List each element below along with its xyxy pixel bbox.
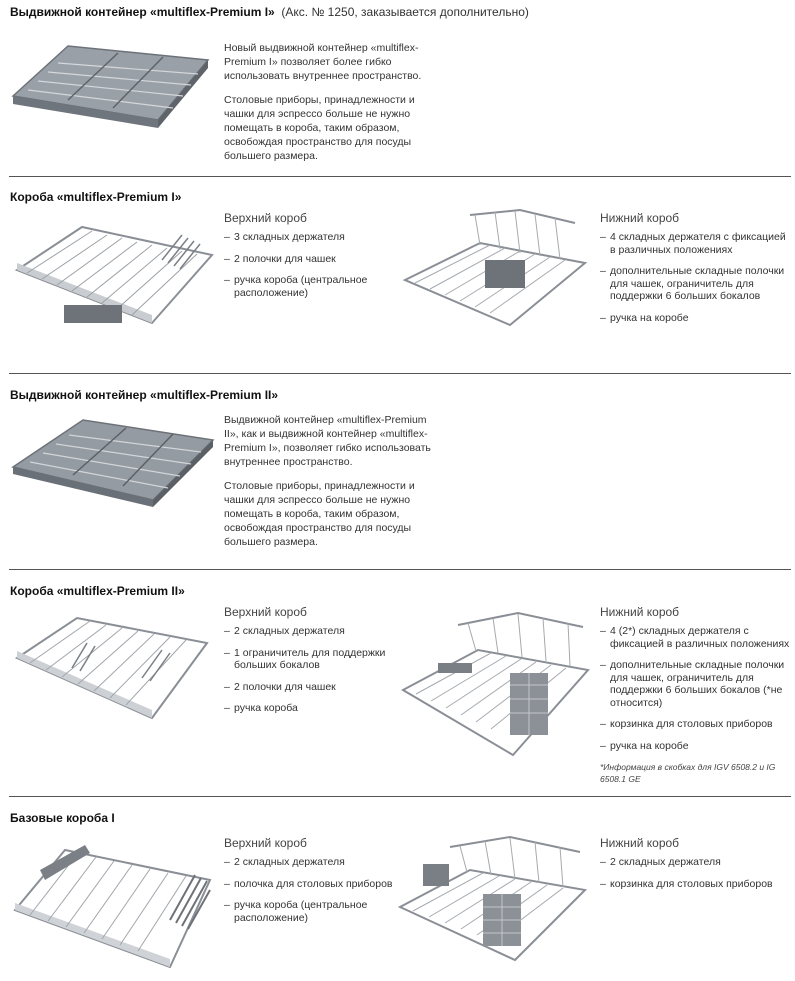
lower-basket-basic-image	[395, 832, 590, 967]
section-3-description: Выдвижной контейнер «multiflex-Premium I…	[224, 413, 439, 559]
lower-basket-features-premium-1: Нижний короб –4 складных держателя с фик…	[600, 211, 792, 333]
feature-text: корзинка для столовых приборов	[610, 877, 773, 890]
feature-item: –корзинка для столовых приборов	[600, 718, 792, 731]
dash-marker: –	[600, 739, 606, 752]
feature-item: –дополнительные складные полочки для чаш…	[600, 265, 792, 303]
feature-text: 2 полочки для чашек	[234, 252, 336, 265]
feature-text: 4 (2*) складных держателя с фиксацией в …	[610, 625, 790, 650]
dash-marker: –	[224, 899, 230, 911]
upper-basket-features-basic: Верхний короб –2 складных держателя –пол…	[224, 836, 404, 933]
dash-marker: –	[224, 877, 230, 890]
description-paragraph: Выдвижной контейнер «multiflex-Premium I…	[224, 414, 431, 468]
dash-marker: –	[600, 625, 606, 637]
multiflex-premium-2-tray-image	[8, 412, 218, 507]
lower-basket-features-premium-2: Нижний короб –4 (2*) складных держателя …	[600, 605, 792, 785]
feature-item: –1 ограничитель для поддержки больших бо…	[224, 647, 404, 672]
dash-marker: –	[600, 659, 606, 671]
lower-basket-features-basic: Нижний короб –2 складных держателя –корз…	[600, 836, 792, 899]
description-paragraph: Столовые приборы, принадлежности и чашки…	[224, 94, 415, 162]
feature-text: полочка для столовых приборов	[234, 877, 393, 890]
lower-basket-premium-1-image	[400, 205, 590, 330]
section-divider	[9, 569, 791, 570]
feature-item: –4 складных держателя с фиксацией в разл…	[600, 231, 792, 256]
lower-basket-premium-2-image	[398, 605, 593, 765]
upper-basket-features-premium-1: Верхний короб –3 складных держателя –2 п…	[224, 211, 404, 308]
title-text: Выдвижной контейнер «multiflex-Premium I…	[10, 5, 275, 19]
feature-text: 2 складных держателя	[234, 625, 345, 637]
feature-text: ручка короба	[234, 702, 298, 714]
dash-marker: –	[600, 877, 606, 890]
feature-text: дополнительные складные полочки для чаше…	[610, 265, 785, 302]
feature-item: –ручка на коробе	[600, 740, 792, 753]
dash-marker: –	[600, 856, 606, 868]
section-1-description: Новый выдвижной контейнер «multiflex-Pre…	[224, 41, 439, 173]
lower-basket-heading: Нижний короб	[600, 836, 680, 850]
upper-basket-features-premium-2: Верхний короб –2 складных держателя –1 о…	[224, 605, 404, 724]
feature-item: –2 складных держателя	[224, 856, 404, 869]
feature-text: ручка на коробе	[610, 739, 689, 752]
feature-item: –ручка на коробе	[600, 312, 792, 325]
feature-text: ручка короба (центральное расположение)	[234, 899, 368, 924]
feature-text: дополнительные складные полочки для чаше…	[610, 659, 785, 709]
feature-text: ручка на коробе	[610, 311, 689, 324]
feature-item: –4 (2*) складных держателя с фиксацией в…	[600, 625, 792, 650]
section-title-multiflex-premium-2-tray: Выдвижной контейнер «multiflex-Premium I…	[10, 388, 278, 402]
section-title-multiflex-premium-1-tray: Выдвижной контейнер «multiflex-Premium I…	[10, 5, 529, 19]
lower-basket-heading: Нижний короб	[600, 211, 680, 225]
feature-item: –корзинка для столовых приборов	[600, 878, 792, 891]
feature-item: –ручка короба	[224, 702, 404, 715]
lower-basket-heading: Нижний короб	[600, 605, 680, 619]
upper-basket-premium-1-image	[12, 215, 217, 330]
feature-item: –2 полочки для чашек	[224, 253, 404, 266]
section-divider	[9, 373, 791, 374]
description-paragraph: Столовые приборы, принадлежности и чашки…	[224, 480, 415, 548]
feature-item: –ручка короба (центральное расположение)	[224, 899, 404, 924]
title-text: Выдвижной контейнер «multiflex-Premium I…	[10, 388, 279, 402]
feature-item: –2 складных держателя	[224, 625, 404, 638]
feature-item: –дополнительные складные полочки для чаш…	[600, 659, 792, 709]
feature-text: корзинка для столовых приборов	[610, 718, 773, 730]
dash-marker: –	[600, 311, 606, 324]
dash-marker: –	[224, 680, 230, 693]
dash-marker: –	[224, 274, 230, 286]
feature-item: –2 складных держателя	[600, 856, 792, 869]
feature-text: 2 полочки для чашек	[234, 680, 336, 693]
feature-item: –3 складных держателя	[224, 231, 404, 244]
section-divider	[9, 796, 791, 797]
feature-text: 4 складных держателя с фиксацией в разли…	[610, 231, 786, 256]
dash-marker: –	[224, 625, 230, 637]
feature-text: 1 ограничитель для поддержки больших бок…	[234, 646, 386, 672]
dash-marker: –	[224, 856, 230, 868]
section-title-baskets-premium-2: Короба «multiflex-Premium II»	[10, 584, 185, 598]
title-text: Короба «multiflex-Premium I»	[10, 190, 182, 204]
upper-basket-premium-2-image	[12, 608, 212, 728]
feature-text: 2 складных держателя	[234, 856, 345, 868]
accessory-note: (Акс. № 1250, заказывается дополнительно…	[281, 5, 529, 19]
title-text: Короба «multiflex-Premium II»	[10, 584, 185, 598]
upper-basket-basic-image	[10, 835, 215, 975]
feature-item: –2 полочки для чашек	[224, 681, 404, 694]
dash-marker: –	[224, 231, 230, 243]
feature-text: ручка короба (центральное расположение)	[234, 274, 368, 299]
dash-marker: –	[224, 702, 230, 714]
dash-marker: –	[600, 265, 606, 277]
feature-text: 2 складных держателя	[610, 856, 721, 868]
dash-marker: –	[600, 231, 606, 243]
section-title-baskets-premium-1: Короба «multiflex-Premium I»	[10, 190, 181, 204]
dash-marker: –	[224, 252, 230, 265]
feature-text: 3 складных держателя	[234, 231, 345, 243]
upper-basket-heading: Верхний короб	[224, 211, 307, 225]
feature-item: –ручка короба (центральное расположение)	[224, 274, 404, 299]
dash-marker: –	[600, 718, 606, 730]
dash-marker: –	[224, 646, 230, 659]
upper-basket-heading: Верхний короб	[224, 605, 307, 619]
upper-basket-heading: Верхний короб	[224, 836, 307, 850]
section-divider	[9, 176, 791, 177]
footnote: *Информация в скобках для IGV 6508.2 и I…	[600, 762, 776, 784]
feature-item: –полочка для столовых приборов	[224, 878, 404, 891]
multiflex-premium-1-tray-image	[8, 38, 213, 128]
description-paragraph: Новый выдвижной контейнер «multiflex-Pre…	[224, 42, 422, 82]
title-text: Базовые короба I	[10, 811, 115, 825]
section-title-basic-baskets-1: Базовые короба I	[10, 811, 115, 825]
